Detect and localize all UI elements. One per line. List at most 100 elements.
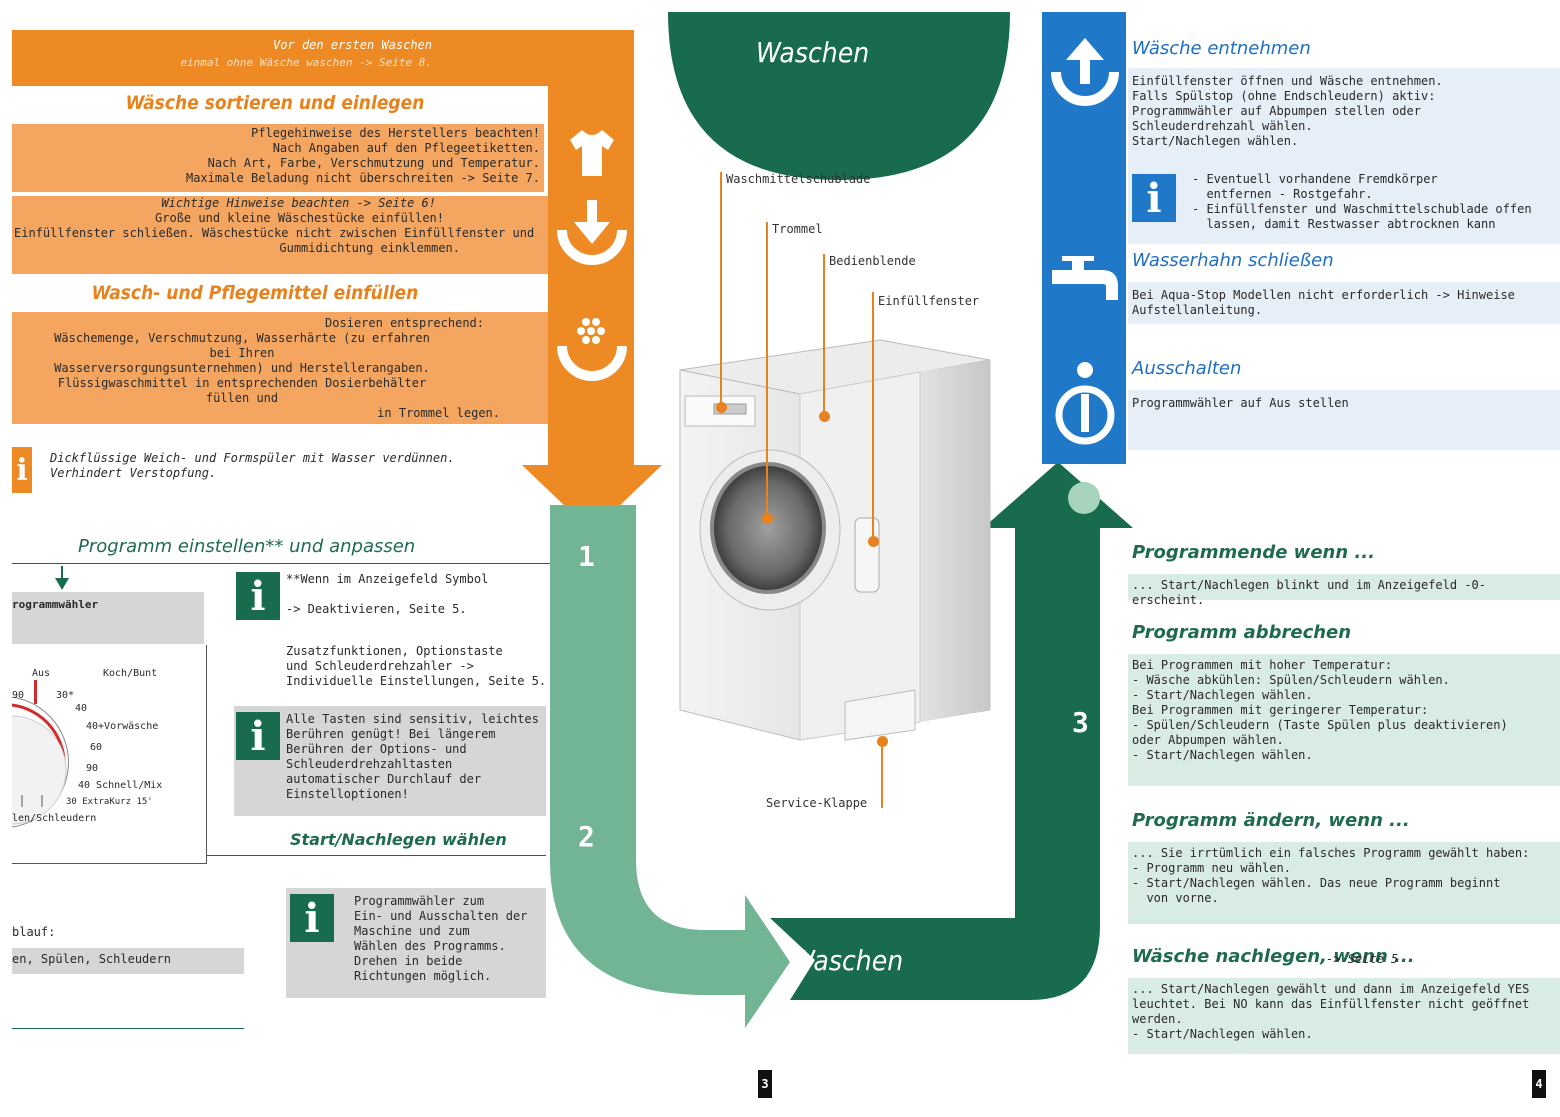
tap-text: Bei Aqua-Stop Modellen nicht erforderlic… (1128, 282, 1560, 324)
end-text: ... Start/Nachlegen blinkt und im Anzeig… (1128, 574, 1560, 607)
info-icon: i (236, 712, 280, 760)
teal-dark-arrow (770, 462, 1133, 1000)
dial-label-extra-short: 30 ExtraKurz 15' (66, 797, 153, 807)
top-title: Waschen (756, 36, 870, 69)
sort-box-1: Pflegehinweise des Herstellers beachten!… (12, 124, 544, 192)
start-heading[interactable]: Start/Nachlegen wählen (290, 830, 507, 849)
sort-instruction: Große und kleine Wäschestücke einfüllen! (155, 211, 444, 225)
selector-label-box (12, 592, 204, 644)
label-drawer: Waschmittelschublade (726, 172, 871, 186)
info-icon: i (290, 894, 334, 942)
detergent-line-2: Wäschemenge, Verschmutzung, Wasserhärte … (54, 331, 430, 405)
orange-arrowhead (522, 465, 662, 532)
load-down-icon (554, 200, 630, 274)
sort-instruction-2: Einfüllfenster schließen. Wäschestücke n… (14, 226, 535, 240)
detergent-icon (554, 312, 630, 384)
dial-label-quick: 40 Schnell/Mix (78, 780, 163, 791)
remove-text: Einfüllfenster öffnen und Wäsche entnehm… (1132, 74, 1443, 148)
orange-banner (12, 30, 634, 86)
banner-subtitle: einmal ohne Wäsche waschen -> Seite 8. (180, 56, 432, 69)
leader-panel (823, 254, 825, 416)
dial-label-90: 90 (86, 763, 99, 774)
marker-drawer (716, 402, 727, 413)
reload-text: ... Start/Nachlegen gewählt und dann im … (1128, 978, 1560, 1054)
step-number-2: 2 (578, 820, 595, 853)
selector-note: Programmwähler zum Ein- und Ausschalten … (354, 894, 528, 983)
sort-instruction-3: Gummidichtung einklemmen. (279, 241, 460, 255)
sensor-note: Alle Tasten sind sensitiv, leichtes Berü… (286, 712, 539, 801)
washing-machine-illustration (679, 339, 991, 741)
reload-heading: Wäsche nachlegen, wenn ... (1132, 946, 1415, 967)
sort-heading: Wäsche sortieren und einlegen (125, 92, 425, 114)
label-door: Einfüllfenster (878, 294, 980, 308)
dial-label-90-left: 90 (12, 690, 25, 701)
step-number-3: 3 (1072, 706, 1089, 739)
dial-label-koch: Koch/Bunt (103, 668, 158, 679)
teal-light-arrow (550, 505, 790, 1028)
end-heading: Programmende wenn ... (1132, 542, 1375, 563)
change-heading: Programm ändern, wenn ... (1132, 810, 1410, 831)
remove-heading: Wäsche entnehmen (1132, 38, 1311, 59)
extras-note: Zusatzfunktionen, Optionstaste und Schle… (286, 644, 547, 688)
remove-box (1128, 68, 1560, 244)
marker-door (868, 536, 879, 547)
cancel-text: Bei Programmen mit hoher Temperatur: - W… (1128, 654, 1560, 786)
marker-drum (762, 513, 773, 524)
dial-label-60: 60 (90, 742, 103, 753)
leader-drum (766, 222, 768, 518)
program-dial-panel (0, 645, 207, 864)
program-heading-rule (12, 563, 550, 564)
ablauf-rule (12, 1028, 244, 1029)
detergent-line-3: in Trommel legen. (377, 406, 500, 420)
dilution-tip: Dickflüssige Weich- und Formspüler mit W… (50, 451, 455, 480)
sort-box-2: Wichtige Hinweise beachten -> Seite 6! G… (12, 196, 548, 274)
leader-service (881, 742, 883, 808)
dial-label-40: 40 (75, 703, 88, 714)
change-text: ... Sie irrtümlich ein falsches Programm… (1128, 842, 1560, 924)
detergent-heading: Wasch- und Pflegemittel einfüllen (91, 282, 419, 304)
marker-service (877, 736, 888, 747)
leader-door (872, 292, 874, 542)
detergent-line-1: Dosieren entsprechend: (325, 316, 484, 330)
reload-ref: -> Seite 5 (1326, 952, 1399, 966)
cancel-heading: Programm abbrechen (1132, 622, 1352, 643)
program-dial[interactable] (0, 645, 206, 863)
off-heading: Ausschalten (1132, 358, 1242, 379)
tap-heading: Wasserhahn schließen (1132, 250, 1334, 271)
top-semicircle (668, 12, 1010, 180)
shirt-icon (568, 128, 616, 178)
symbol-note: **Wenn im Anzeigefeld Symbol -> Deaktivi… (286, 572, 489, 616)
tap-icon (1052, 256, 1122, 306)
program-heading: Programm einstellen** und anpassen (78, 536, 416, 557)
dial-label-30: 30* (56, 690, 75, 701)
step-number-1: 1 (578, 540, 595, 573)
status-dot (1068, 482, 1100, 514)
selector-label: rogrammwähler (12, 598, 99, 611)
page-number-right: 4 (1532, 1070, 1546, 1098)
sensor-info-box (234, 706, 546, 816)
remove-info: - Eventuell vorhandene Fremdkörper entfe… (1192, 172, 1532, 231)
label-panel: Bedienblende (829, 254, 916, 268)
bottom-title: Waschen (790, 944, 904, 977)
unload-up-icon (1050, 36, 1120, 110)
sort-note: Wichtige Hinweise beachten -> Seite 6! (161, 196, 436, 210)
ablauf-label: blauf: (12, 925, 56, 939)
detergent-box: Dosieren entsprechend: Wäschemenge, Vers… (12, 312, 548, 424)
ablauf-row: en, Spülen, Schleudern (12, 948, 244, 974)
info-icon: i (236, 572, 280, 620)
leader-drawer (720, 172, 722, 406)
label-drum: Trommel (772, 222, 823, 236)
page-number-left: 3 (758, 1070, 772, 1098)
off-text: Programmwähler auf Aus stellen (1128, 390, 1560, 450)
power-off-icon (1054, 360, 1116, 446)
banner-title: Vor den ersten Waschen (273, 38, 432, 52)
selector-arrow-icon (55, 566, 69, 590)
start-rule (206, 855, 546, 856)
label-service: Service-Klappe (766, 796, 868, 810)
info-icon: i (1132, 174, 1176, 222)
dial-label-aus: Aus (32, 668, 51, 679)
dial-label-40-prewash: 40+Vorwäsche (86, 721, 159, 732)
dial-label-spin: len/Schleudern (12, 813, 97, 824)
info-icon: i (12, 447, 32, 493)
marker-panel (819, 411, 830, 422)
